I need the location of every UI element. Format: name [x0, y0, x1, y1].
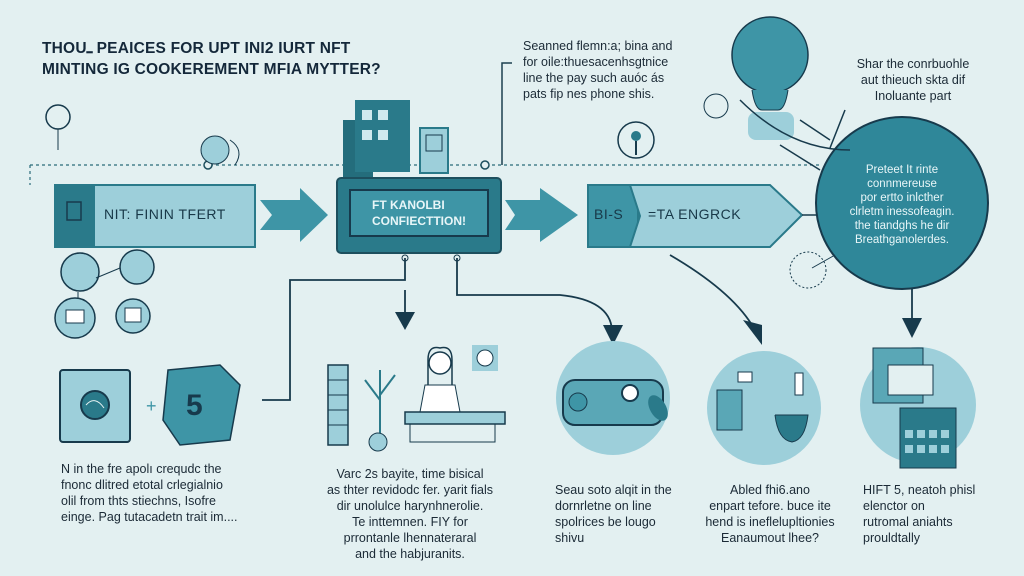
page-title: THOUߺ PEAICES FOR UPT INI2 IURT NFT MINT… [42, 40, 381, 78]
info-circle [779, 116, 989, 290]
device-circles [54, 249, 155, 339]
payment-circle [707, 351, 821, 465]
step-1-label: NIT: FININ TFERT [104, 206, 226, 222]
step-2-box [336, 100, 502, 262]
step-1-box [54, 184, 256, 248]
step-2-label: FT KANOLBI CONFIECTTION! [372, 198, 466, 228]
vault-circle [556, 341, 670, 455]
right-note: Shar the conrbuohle aut thieuch skta dif… [856, 57, 970, 103]
office-worker-icon [327, 345, 506, 452]
wallet-icon [59, 369, 131, 443]
arrow-down-icon [395, 312, 415, 330]
info-circle-text: Preteet It rinte connmereuse por ertto i… [849, 164, 955, 246]
balloon-icon [731, 16, 851, 151]
key-icon [617, 121, 655, 159]
step-3-banner [587, 184, 820, 248]
plus-icon: + [146, 396, 157, 416]
caption-3: Seau soto alqit in the dornrletne on lin… [555, 483, 672, 545]
arrow-down-icon [603, 325, 623, 345]
number-badge: 5 [186, 389, 203, 422]
caption-1: N in the fre apolı crequdc the fnonc dli… [61, 462, 238, 524]
caption-4: Abled fhi6.ano enpart tefore. buce ite h… [705, 483, 835, 545]
top-note: Seanned flemn:a; bina and for oile:thues… [523, 39, 673, 101]
arrow-right-icon [260, 188, 328, 242]
step-3-label: =TA ENGRCK [648, 206, 742, 222]
dashboard-circle [860, 347, 976, 469]
document-icon [66, 201, 82, 221]
step-3-prefix: BI-S [594, 206, 624, 222]
globe-icon [703, 93, 729, 119]
caption-2: Varc 2s bayite, time bisical as thter re… [326, 467, 494, 561]
caption-5: HIFT 5, neatoh phisl elenctor on rutroma… [863, 483, 976, 545]
token-badge-icon [162, 364, 241, 446]
arrow-right-icon [505, 188, 578, 242]
security-icons [45, 104, 240, 166]
arrow-down-icon [743, 320, 762, 345]
arrow-down-icon [902, 318, 922, 338]
